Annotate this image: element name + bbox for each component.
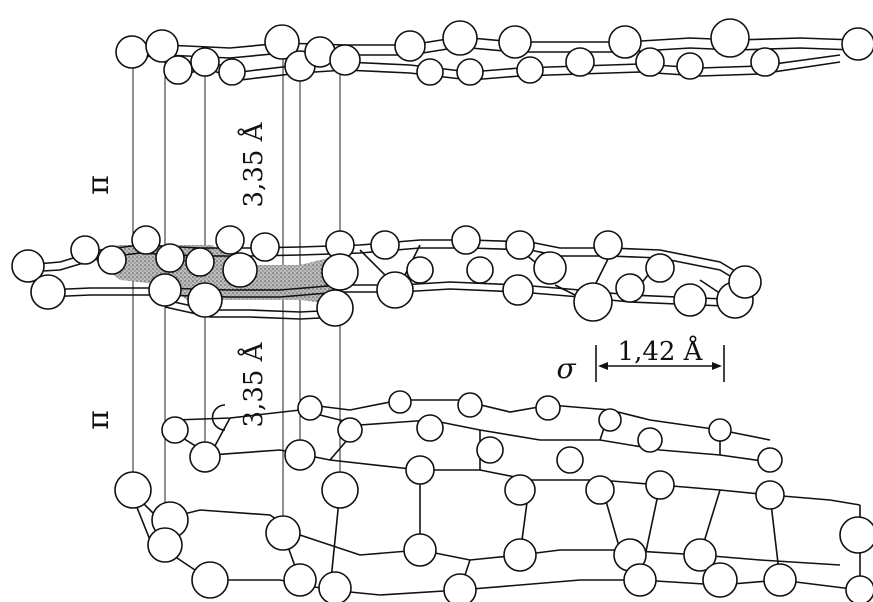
carbon-atom	[845, 575, 873, 602]
carbon-atom	[476, 436, 504, 464]
carbon-atom	[502, 274, 534, 306]
carbon-atom	[318, 571, 352, 602]
carbon-atom	[148, 273, 182, 307]
carbon-atom	[337, 417, 363, 443]
middle-graphene-layer	[11, 225, 762, 327]
carbon-atom	[457, 392, 483, 418]
carbon-atom	[443, 573, 477, 602]
carbon-atom	[710, 18, 750, 58]
carbon-atom	[533, 251, 567, 285]
carbon-atom	[70, 235, 100, 265]
carbon-atom	[329, 44, 361, 76]
carbon-atom	[504, 474, 536, 506]
carbon-atom	[131, 225, 161, 255]
carbon-atom	[316, 289, 354, 327]
carbon-atom	[403, 533, 437, 567]
carbon-atom	[498, 25, 532, 59]
carbon-atom	[250, 232, 280, 262]
interlayer-distance-lower: 3,35 Å	[237, 341, 269, 427]
carbon-atom	[190, 47, 220, 77]
carbon-atom	[185, 247, 215, 277]
carbon-atom	[406, 256, 434, 284]
carbon-atom	[728, 265, 762, 299]
carbon-atom	[97, 245, 127, 275]
carbon-atom	[556, 446, 584, 474]
carbon-atom	[585, 475, 615, 505]
carbon-atom	[416, 58, 444, 86]
carbon-atom	[215, 225, 245, 255]
carbon-atom	[115, 35, 149, 69]
carbon-atom	[565, 47, 595, 77]
carbon-atom	[708, 418, 732, 442]
carbon-atom	[264, 24, 300, 60]
carbon-atom	[702, 562, 738, 598]
carbon-atom	[535, 395, 561, 421]
carbon-atom	[442, 20, 478, 56]
carbon-atom	[608, 25, 642, 59]
carbon-atom	[516, 56, 544, 84]
carbon-atom	[593, 230, 623, 260]
carbon-atom	[683, 538, 717, 572]
bond-length-label: 1,42 Å	[618, 335, 704, 367]
carbon-atom	[297, 395, 323, 421]
carbon-atom	[755, 480, 785, 510]
carbon-atom	[370, 230, 400, 260]
carbon-atom	[645, 470, 675, 500]
carbon-atom	[573, 282, 613, 322]
top-graphene-layer	[115, 18, 873, 86]
interlayer-distance-upper: 3,35 Å	[237, 121, 269, 207]
carbon-atom	[416, 414, 444, 442]
carbon-atom	[763, 563, 797, 597]
carbon-atom	[30, 274, 66, 310]
carbon-atom	[11, 249, 45, 283]
carbon-atom	[503, 538, 537, 572]
carbon-atom	[456, 58, 484, 86]
carbon-atom	[155, 243, 185, 273]
carbon-atom	[145, 29, 179, 63]
carbon-atom	[615, 273, 645, 303]
carbon-atom	[114, 471, 152, 509]
carbon-atom	[284, 439, 316, 471]
carbon-atom	[376, 271, 414, 309]
carbon-atom	[451, 225, 481, 255]
carbon-atom	[321, 471, 359, 509]
carbon-atom	[839, 516, 873, 554]
carbon-atom	[218, 58, 246, 86]
carbon-atom	[283, 563, 317, 597]
partial-atom-arc	[211, 404, 226, 431]
carbon-atom	[147, 527, 183, 563]
carbon-atom	[637, 427, 663, 453]
carbon-atom	[757, 447, 783, 473]
carbon-atom	[598, 408, 622, 432]
bottom-graphene-layer	[114, 390, 873, 602]
carbon-atom	[321, 253, 359, 291]
carbon-atom	[394, 30, 426, 62]
carbon-atom	[388, 390, 412, 414]
carbon-atom	[163, 55, 193, 85]
carbon-atom	[466, 256, 494, 284]
carbon-atom	[673, 283, 707, 317]
carbon-atom	[676, 52, 704, 80]
carbon-atom	[750, 47, 780, 77]
sigma-label: σ	[556, 352, 576, 385]
pi-label-upper: π	[81, 175, 116, 195]
carbon-atom	[161, 416, 189, 444]
carbon-atom	[623, 563, 657, 597]
bond-length-dimension	[595, 345, 725, 382]
carbon-atom	[645, 253, 675, 283]
carbon-atom	[191, 561, 229, 599]
carbon-atom	[265, 515, 301, 551]
carbon-atom	[189, 441, 221, 473]
pi-label-lower: π	[81, 410, 116, 430]
carbon-atom	[505, 230, 535, 260]
carbon-atom	[405, 455, 435, 485]
carbon-atom	[222, 252, 258, 288]
carbon-atom	[187, 282, 223, 318]
carbon-atom	[635, 47, 665, 77]
carbon-atom	[841, 27, 873, 61]
